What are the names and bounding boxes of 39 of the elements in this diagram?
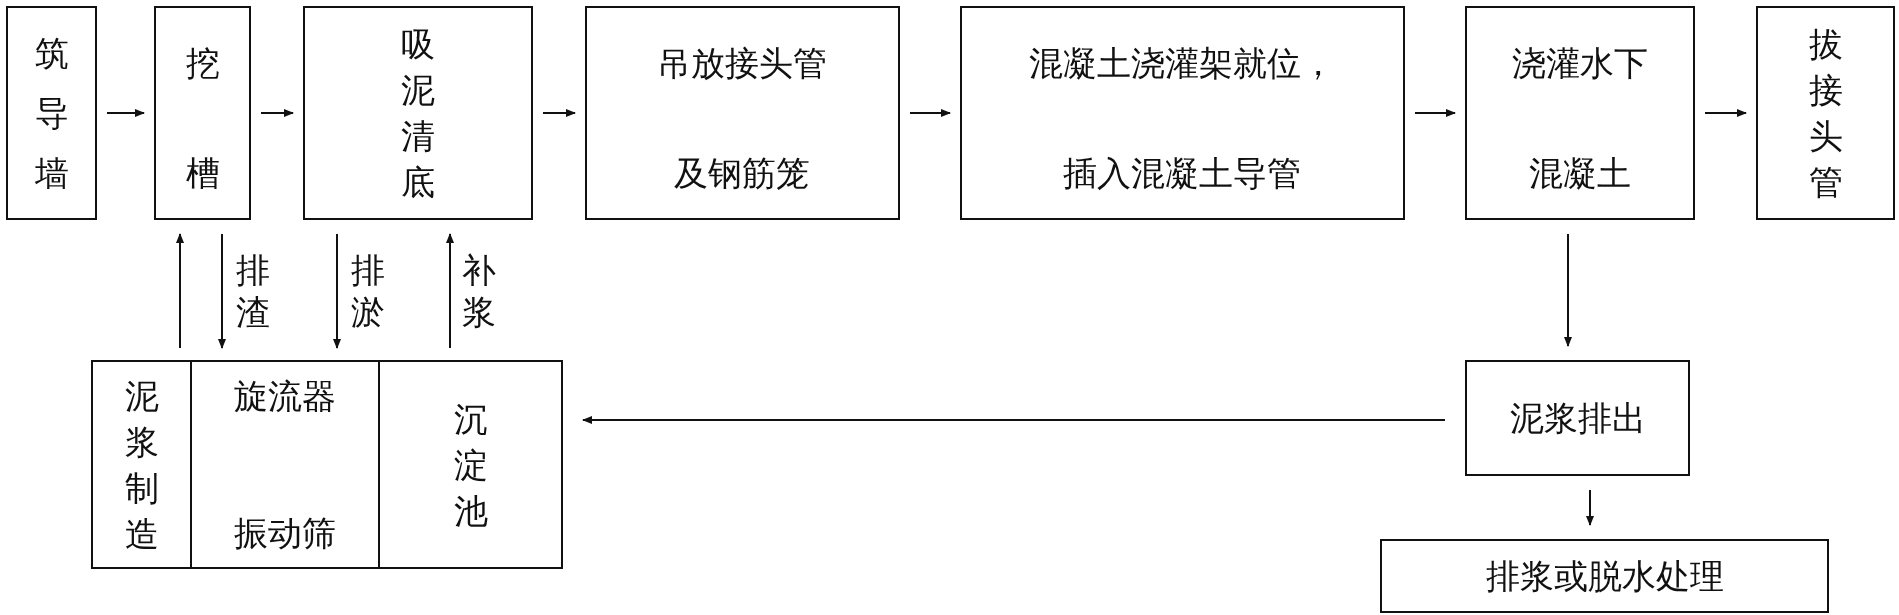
arrow	[542, 109, 576, 117]
arrow	[582, 416, 1446, 424]
process-box	[1465, 360, 1690, 476]
node-text: 吸泥清底	[401, 23, 435, 204]
node-text: 拔接头管	[1808, 23, 1843, 204]
process-box	[6, 6, 97, 220]
arrow	[1586, 489, 1594, 526]
arrow	[333, 233, 341, 349]
node-text: 挖槽	[185, 42, 220, 195]
arrow	[260, 109, 294, 117]
process-box	[1380, 539, 1829, 613]
arrow	[446, 233, 454, 349]
process-box	[960, 6, 1405, 220]
edge-label: 排渣	[236, 249, 270, 333]
node-text: 泥浆制造	[124, 374, 159, 556]
node-text: 浇灌水下混凝土	[1511, 42, 1649, 195]
node-text: 振动筛	[234, 513, 336, 553]
edge-label: 补浆	[462, 249, 496, 333]
node-text: 旋流器	[234, 376, 336, 416]
arrow	[218, 233, 226, 349]
arrow	[909, 109, 951, 117]
process-box	[1756, 6, 1895, 220]
edge-label: 排淤	[351, 249, 385, 333]
process-box	[154, 6, 251, 220]
node-text: 排浆或脱水处理	[1485, 556, 1724, 596]
node-text: 筑导墙	[34, 32, 69, 195]
arrow	[1414, 109, 1456, 117]
arrow	[1704, 109, 1747, 117]
node-text: 沉淀池	[453, 397, 488, 533]
process-box	[585, 6, 900, 220]
node-text: 吊放接头管及钢筋笼	[656, 42, 829, 195]
arrow	[106, 109, 145, 117]
arrow	[1564, 233, 1572, 347]
process-box	[1465, 6, 1695, 220]
node-text: 泥浆排出	[1509, 398, 1646, 438]
node-text: 混凝土浇灌架就位，插入混凝土导管	[1028, 42, 1337, 195]
arrow	[176, 233, 184, 349]
group-box	[91, 360, 563, 569]
process-box	[303, 6, 533, 220]
